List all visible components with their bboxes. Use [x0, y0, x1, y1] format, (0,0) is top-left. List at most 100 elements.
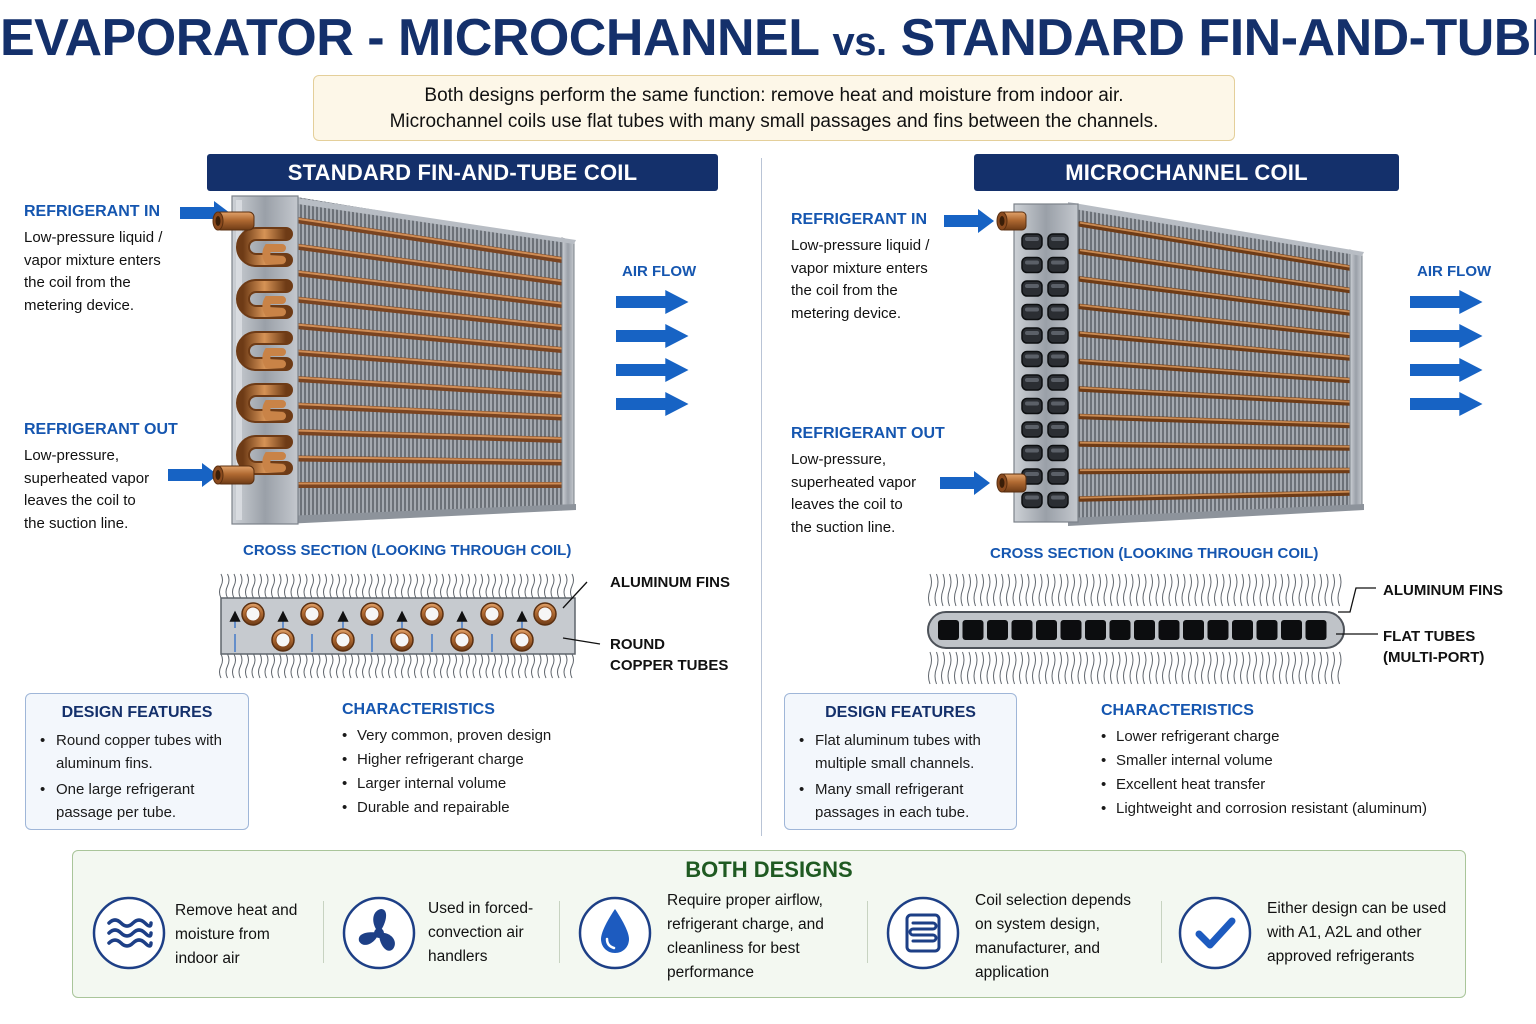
fin-line-top — [427, 573, 431, 599]
fin-line-bottom — [349, 653, 353, 679]
text-line: One large refrigerant — [56, 781, 195, 798]
fin-line-bottom — [1162, 651, 1166, 685]
fin-line-bottom — [1038, 651, 1043, 685]
fin-line-bottom — [1305, 651, 1309, 685]
fin-line-top — [1019, 573, 1023, 607]
fin-line-bottom — [563, 653, 568, 679]
list-item: Very common, proven design — [342, 724, 622, 748]
channel-port — [1060, 620, 1082, 640]
fin-line-top — [505, 573, 509, 599]
fin-line-top — [459, 573, 464, 599]
fin-line-bottom — [1201, 651, 1205, 685]
microchannel-characteristics: CHARACTERISTICS Lower refrigerant charge… — [1101, 702, 1461, 821]
text-line: approved refrigerants — [1267, 948, 1415, 965]
header-port-shine — [1025, 472, 1039, 476]
header-port — [1021, 374, 1043, 391]
both-item-heat-removal: Remove heat and moisture from indoor air — [91, 895, 325, 991]
fin-line-bottom — [544, 653, 548, 679]
fin-line-bottom — [297, 653, 301, 679]
fin-line-top — [999, 573, 1004, 607]
header-port — [1021, 327, 1043, 344]
header-port — [1021, 280, 1043, 297]
return-bend-inner — [262, 400, 286, 420]
fin-line-bottom — [570, 653, 574, 679]
fin-line-top — [550, 573, 555, 599]
fin-line-bottom — [518, 653, 522, 679]
header-port-shine — [1025, 495, 1039, 500]
fin-line-top — [1305, 573, 1309, 607]
fin-line-top — [1259, 573, 1264, 607]
channel-port — [1158, 620, 1180, 640]
characteristics-title: CHARACTERISTICS — [342, 701, 495, 718]
fin-line-top — [570, 573, 574, 599]
fin-line-bottom — [277, 653, 282, 679]
copper-tube — [293, 429, 565, 443]
standard-design-features-box: DESIGN FEATURES Round copper tubes witha… — [25, 693, 249, 830]
standard-coil-illustration — [212, 195, 576, 525]
microchannel-fins-callout: ALUMINUM FINS — [1383, 582, 1503, 599]
fin-line-top — [1058, 573, 1062, 607]
fin-line-bottom — [1331, 651, 1335, 685]
fin-line-bottom — [1032, 651, 1036, 685]
text-line: Many small refrigerant — [815, 781, 964, 798]
return-bend-inner — [262, 452, 286, 472]
flat-tube-highlight — [1079, 331, 1351, 358]
both-item-text: Require proper airflow, refrigerant char… — [667, 889, 824, 985]
list-item: Larger internal volume — [342, 772, 622, 796]
fin-line-top — [537, 573, 542, 599]
standard-coil-banner: STANDARD FIN-AND-TUBE COIL — [207, 154, 718, 191]
fin-line-bottom — [485, 653, 490, 679]
fin-line-bottom — [1168, 651, 1173, 685]
standard-refrigerant-in: REFRIGERANT IN Low-pressure liquid / vap… — [24, 203, 194, 317]
list-item: Smaller internal volume — [1101, 749, 1461, 773]
fin-line-top — [563, 573, 568, 599]
fin-line-bottom — [258, 653, 262, 679]
flat-tube — [1077, 303, 1353, 339]
fin-line-top — [219, 573, 223, 599]
fin-line-bottom — [928, 651, 932, 685]
fin-line-bottom — [531, 653, 535, 679]
microchannel-cross-section-diagram — [927, 573, 1378, 685]
channel-port — [938, 620, 959, 640]
intro-line-2: Microchannel coils use flat tubes with m… — [389, 111, 1159, 132]
text-line: the suction line. — [791, 518, 896, 536]
copper-tube — [293, 402, 565, 421]
header-port-shine — [1025, 354, 1039, 359]
copper-tube — [293, 455, 565, 466]
fin-line-bottom — [498, 653, 503, 679]
flat-tube — [1077, 248, 1353, 294]
fin-line-top — [388, 573, 392, 599]
copper-tube — [293, 323, 565, 353]
checkmark-icon — [1178, 896, 1252, 970]
fin-line-bottom — [472, 653, 477, 679]
fin-line-top — [1077, 573, 1082, 607]
fin-line-bottom — [1246, 651, 1251, 685]
fin-line-top — [1129, 573, 1134, 607]
text-line: Low-pressure, — [791, 451, 887, 468]
header-port-shine — [1051, 401, 1065, 406]
fin-line-bottom — [960, 651, 965, 685]
fin-line-top — [1188, 573, 1192, 607]
flat-tube — [1077, 490, 1353, 502]
fin-line-top — [544, 573, 548, 599]
header-port-shine — [1025, 448, 1039, 453]
refrigerant-out-title: REFRIGERANT OUT — [24, 421, 178, 438]
fin-line-top — [1214, 573, 1218, 607]
text-line: the coil from the — [791, 282, 898, 299]
header-port — [1021, 491, 1043, 509]
return-bend-fill — [238, 281, 291, 317]
list-item: Durable and repairable — [342, 796, 622, 820]
copper-tube-highlight — [295, 270, 563, 305]
fin-line-top — [1149, 573, 1153, 607]
fin-line-top — [1116, 573, 1121, 607]
text-line: indoor air — [175, 950, 240, 967]
fin-line-bottom — [537, 653, 542, 679]
fin-line-bottom — [1084, 651, 1088, 685]
fin-line-top — [1266, 573, 1270, 607]
flat-tube-highlight — [1079, 276, 1351, 313]
fin-line-bottom — [381, 653, 386, 679]
fin-line-bottom — [316, 653, 321, 679]
fin-line-top — [1045, 573, 1049, 607]
both-designs-panel: BOTH DESIGNS Remove heat and moisture fr… — [72, 850, 1466, 998]
